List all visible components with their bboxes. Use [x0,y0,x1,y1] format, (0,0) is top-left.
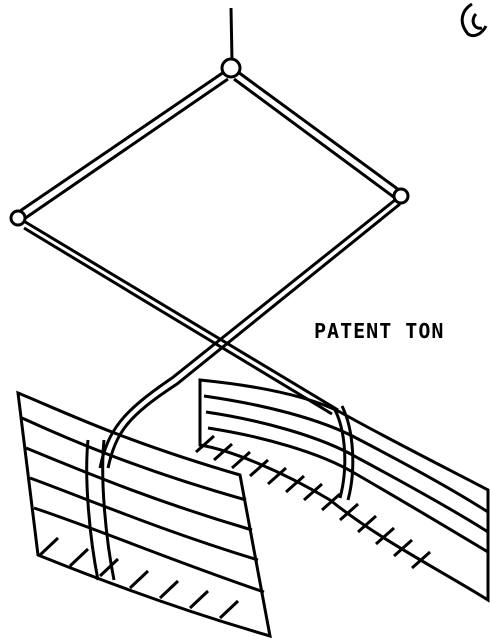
right-pivot [392,187,410,205]
diagram-label: PATENT TON [314,319,444,343]
corner-ornament-fragment [460,2,488,38]
hoist-line [229,7,234,61]
top-pivot [220,57,242,79]
pivot-joints [9,57,410,227]
left-jaw [16,390,272,639]
left-pivot [9,209,27,227]
right-jaw [195,378,490,603]
tong-linkage-arms [19,70,401,469]
